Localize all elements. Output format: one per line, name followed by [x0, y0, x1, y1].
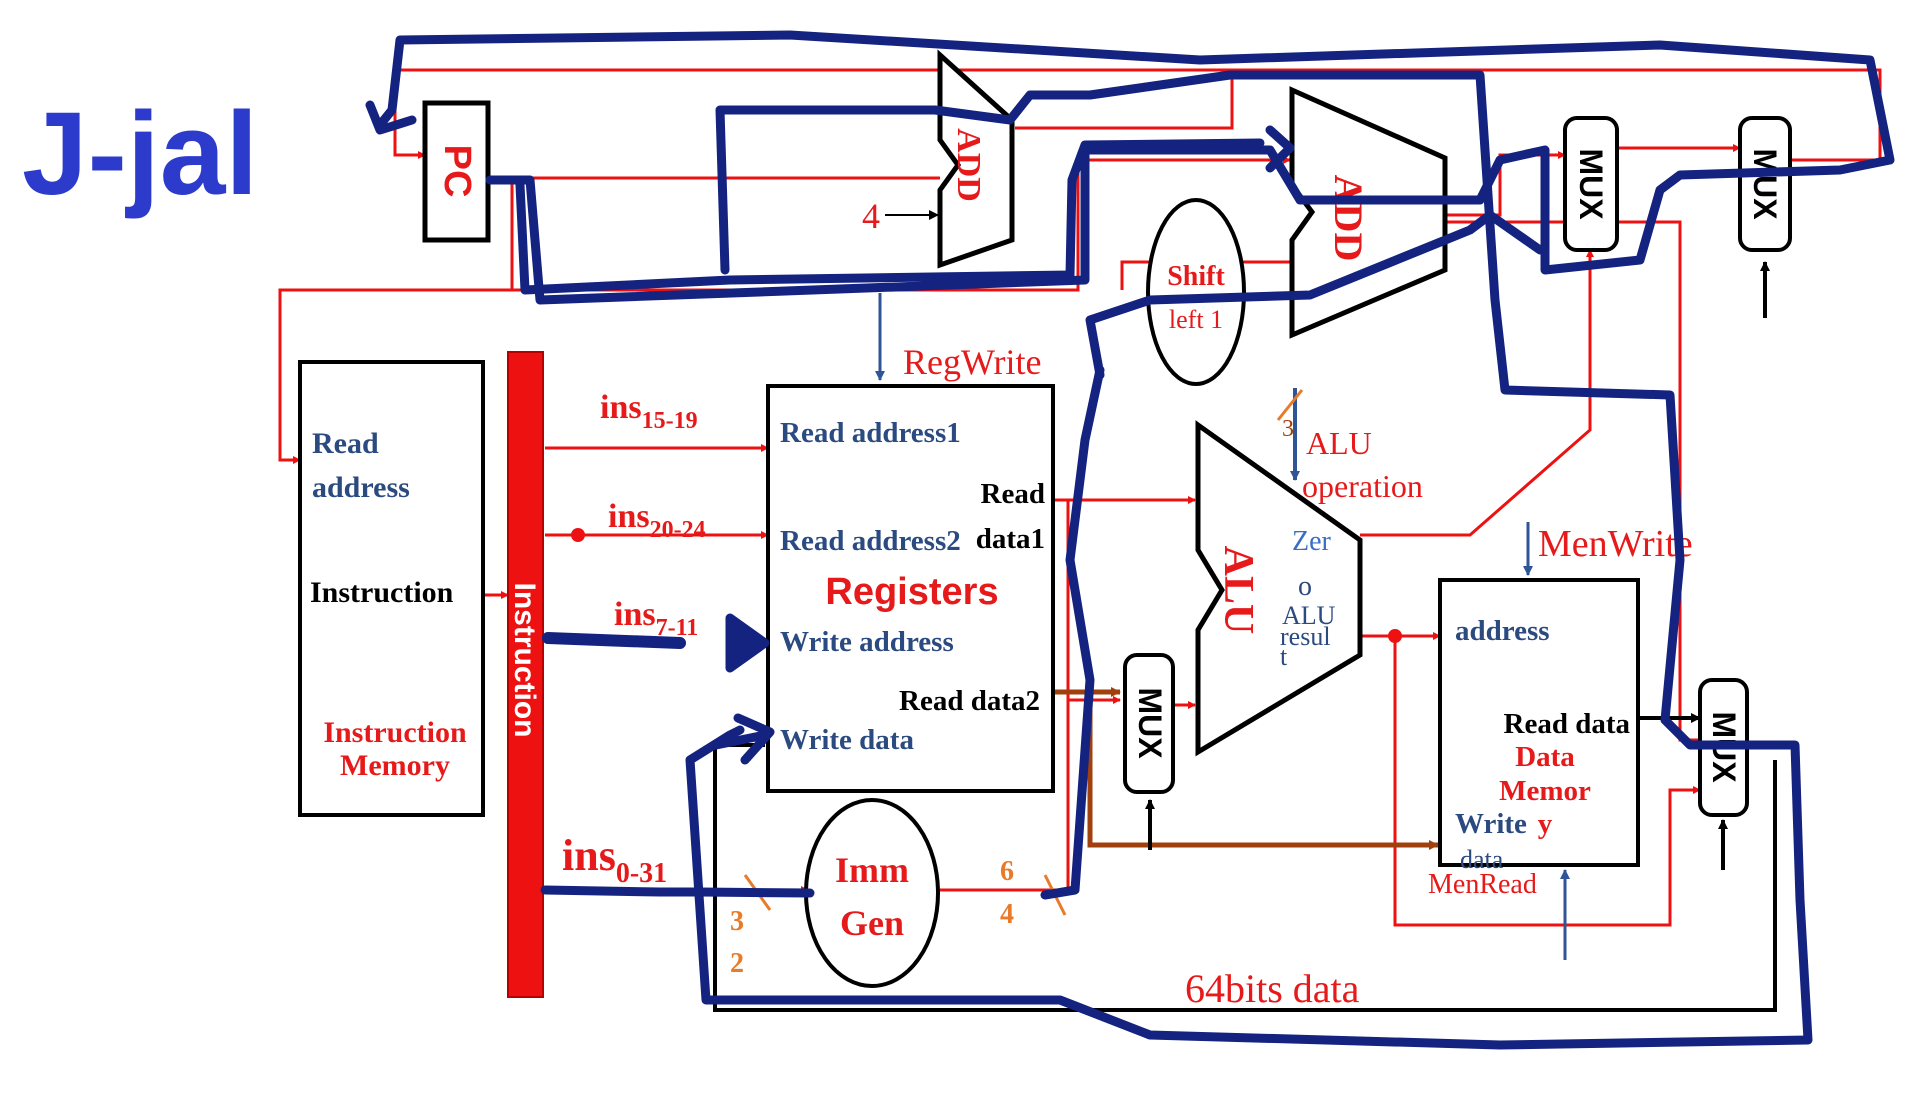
highlight-inner-loop	[685, 70, 1813, 1050]
dmem-write-1: Write	[1455, 808, 1527, 840]
data-memory	[1438, 578, 1640, 867]
add-top-unit	[937, 49, 1015, 269]
add-top-label: ADD	[950, 128, 987, 202]
alu-op-label-1: ALU	[1306, 425, 1372, 461]
bus-widths: 3 2 6 4	[730, 856, 1067, 979]
imm-mux-brown-wire	[1087, 700, 1439, 850]
highlight-write-address	[542, 632, 686, 649]
ins-15-19-label: ins15-19	[600, 389, 698, 434]
instruction-memory	[298, 360, 485, 817]
mux-alu-unit	[1123, 653, 1175, 794]
highlight-imm-path	[540, 885, 815, 898]
mux-alu-label: MUX	[1132, 687, 1168, 759]
shift-label-1: Shift	[1167, 261, 1225, 292]
bottom-bus-label: 64bits data	[1185, 966, 1360, 1011]
four-constant: 4	[862, 196, 880, 236]
memwrite-label: MenWrite	[1538, 523, 1693, 565]
alu-result-bypass-wire	[1393, 636, 1701, 927]
instruction-bar	[507, 351, 544, 998]
reg-write-data: Write data	[780, 724, 914, 756]
memread-label: MenRead	[1428, 869, 1537, 900]
dmem-read-data: Read data	[1504, 708, 1631, 740]
shift-label-2: left 1	[1169, 305, 1223, 334]
alu-op-number: 3	[1282, 416, 1294, 442]
imm-out-wire	[940, 696, 1121, 892]
mux-b-unit	[1738, 116, 1792, 252]
highlight-mux-drop	[1040, 365, 1105, 900]
reg-read-data1-1: Read	[981, 478, 1045, 510]
field-labels: ins15-19 ins20-24 ins7-11 ins0-31	[562, 389, 706, 889]
regwrite-label: RegWrite	[903, 342, 1042, 382]
mux-a-label: MUX	[1573, 148, 1609, 220]
alu-zero-1: Zer	[1292, 526, 1332, 557]
imem-read-label: Read	[312, 427, 379, 460]
reg-write-address: Write address	[780, 626, 954, 658]
dmem-name-1: Data	[1515, 741, 1575, 773]
alu-label: ALU	[1215, 546, 1261, 635]
alu-op-slash	[1276, 389, 1304, 421]
highlight-top-arrow	[1265, 125, 1295, 173]
blocks: PC ADD 4 ADD Shift left 1 MUX MUX Read a…	[298, 49, 1792, 998]
alu-unit	[1195, 420, 1363, 757]
control-signals: RegWrite 3 ALU operation MenWrite MenRea…	[875, 293, 1693, 960]
alu-op-label-2: operation	[1302, 468, 1423, 504]
highlight-add-pass	[515, 138, 1265, 295]
mux-a-unit	[1563, 116, 1619, 252]
ins-7-11-label: ins7-11	[614, 596, 698, 641]
add-out-wire	[1015, 70, 1234, 130]
reg-read-data2: Read data2	[899, 685, 1040, 717]
imem-address-label: address	[312, 471, 410, 504]
add-branch-label: ADD	[1326, 175, 1371, 262]
highlight-write-address-head	[725, 613, 770, 673]
ins-0-31-label: ins0-31	[562, 831, 667, 889]
junction-alu-result	[1388, 629, 1402, 643]
imem-name-2: Memory	[340, 749, 450, 782]
highlight-pc-head	[365, 100, 417, 135]
pc-to-imem-wire	[278, 288, 512, 464]
alu-result-1: ALU	[1282, 601, 1336, 630]
w64-digit-1: 6	[1000, 856, 1014, 887]
ins-20-24-label: ins20-24	[608, 498, 706, 543]
junction-dots	[571, 528, 1402, 643]
w32-digit-1: 3	[730, 906, 744, 937]
highlight-shift-loop	[1085, 210, 1545, 380]
reg-read-data1-2: data1	[976, 523, 1045, 555]
imm-gen-label-2: Gen	[840, 903, 904, 943]
reg-read-address1: Read address1	[780, 417, 961, 449]
reg-read-address2: Read address2	[780, 525, 961, 557]
pc-label: PC	[436, 145, 478, 198]
mux-b-label: MUX	[1747, 148, 1783, 220]
zero-wire	[1360, 249, 1594, 537]
highlight-write-data-arrow	[711, 730, 770, 750]
pc-register	[422, 100, 491, 243]
register-file	[766, 384, 1055, 793]
alu-result-2: resul	[1280, 622, 1331, 651]
imem-name-1: Instruction	[323, 716, 467, 749]
highlight-write-data-head	[733, 713, 775, 765]
jal-highlight-path	[365, 30, 1895, 1050]
alu-zero-2: o	[1298, 571, 1312, 602]
dmem-name-2: Memor	[1499, 775, 1591, 807]
page-title: J-jal	[22, 88, 259, 220]
dmem-address: address	[1455, 615, 1550, 647]
imm-gen-unit	[804, 798, 940, 988]
imm-gen-label-1: Imm	[835, 850, 909, 890]
shift-left-unit	[1146, 198, 1246, 386]
imem-instruction-label: Instruction	[310, 576, 454, 609]
w64-digit-2: 4	[1000, 899, 1014, 930]
junction-ins-20	[571, 528, 585, 542]
reg-name: Registers	[825, 571, 998, 613]
alu-result-3: t	[1280, 642, 1288, 671]
dmem-write-2: data	[1460, 845, 1504, 874]
highlight-outer-loop	[375, 30, 1895, 305]
w32-digit-2: 2	[730, 948, 744, 979]
dmem-name-3: y	[1538, 808, 1553, 840]
instruction-bar-label: Instruction	[508, 583, 541, 738]
